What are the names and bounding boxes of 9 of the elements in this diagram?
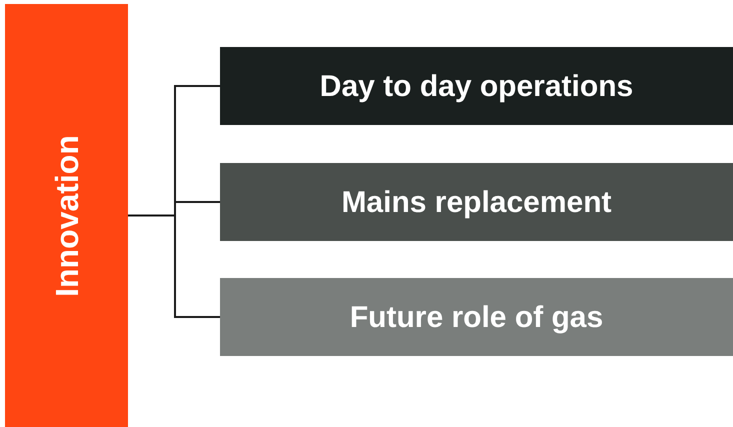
topic-box — [220, 278, 733, 356]
topic-label: Mains replacement — [341, 184, 612, 220]
category-label: Innovation — [48, 134, 86, 296]
topic-box — [220, 47, 733, 125]
topic-box — [220, 163, 733, 241]
category-bar — [5, 4, 128, 427]
topic-label: Day to day operations — [320, 68, 634, 104]
topic-label: Future role of gas — [350, 300, 604, 336]
bracket-connector — [128, 214, 220, 318]
